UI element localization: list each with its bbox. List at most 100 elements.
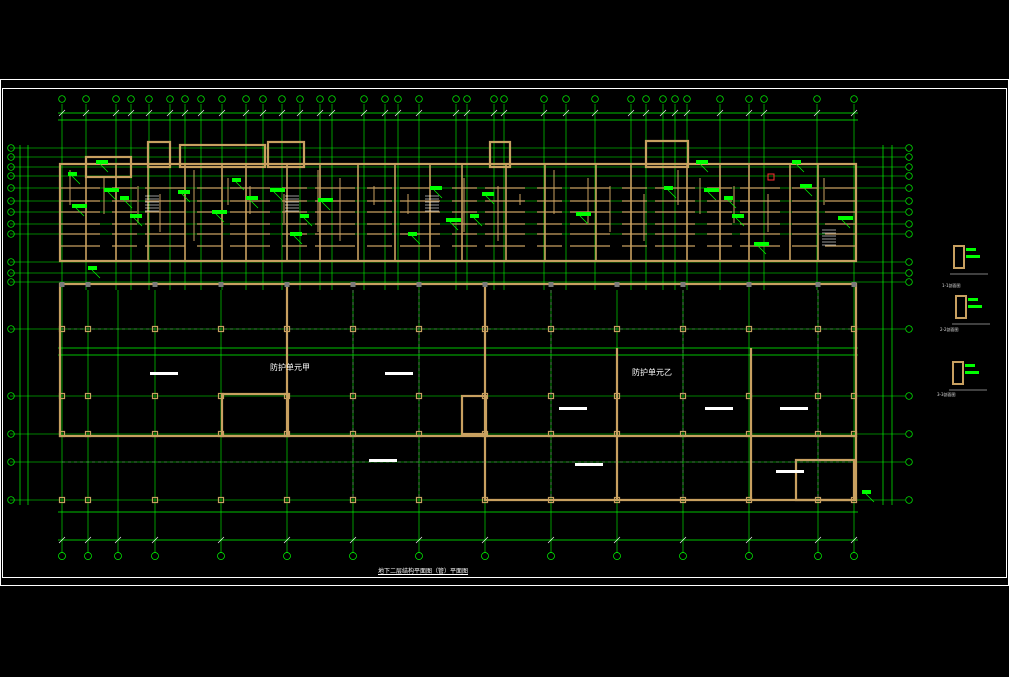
room-tag — [385, 372, 413, 375]
room-tag — [559, 407, 587, 410]
column — [613, 496, 621, 504]
wall-outline — [266, 140, 306, 169]
axis-bubble — [283, 552, 291, 560]
axis-bubble — [166, 95, 174, 103]
detail-legend — [949, 245, 990, 391]
axis-bubble — [591, 95, 599, 103]
axis-bubble — [151, 552, 159, 560]
axis-bubble — [7, 163, 15, 171]
axis-bubble — [490, 95, 498, 103]
annotation-leader — [579, 215, 589, 225]
annotation-mark — [96, 160, 108, 164]
column — [481, 392, 489, 400]
axis-bubble — [905, 184, 913, 192]
axis-bubble — [813, 95, 821, 103]
column — [84, 430, 92, 438]
annotation-leader — [107, 191, 117, 201]
annotation-leader — [133, 217, 143, 227]
dimension-tick — [283, 536, 291, 544]
axis-bubble — [547, 552, 555, 560]
dimension-tick — [850, 109, 858, 117]
dimension-tick — [591, 109, 599, 117]
annotation-leader — [303, 217, 313, 227]
axis-bubble — [7, 184, 15, 192]
axis-bubble — [7, 258, 15, 266]
dimension-tick — [217, 536, 225, 544]
axis-bubble — [850, 552, 858, 560]
legend-annotation — [965, 364, 975, 367]
column — [416, 282, 422, 287]
axis-bubble — [7, 144, 15, 152]
wall-outline — [644, 139, 690, 169]
axis-bubble — [683, 95, 691, 103]
dimension-tick — [562, 109, 570, 117]
dimension-tick — [415, 109, 423, 117]
legend-annotation — [968, 305, 982, 308]
dimension-tick — [481, 536, 489, 544]
annotation-mark — [792, 160, 801, 164]
zone-label-a: 防护单元甲 — [270, 363, 310, 372]
annotation-leader — [75, 207, 85, 217]
axis-bubble — [905, 430, 913, 438]
dimension-tick — [540, 109, 548, 117]
annotation-mark — [120, 196, 129, 200]
axis-bubble — [500, 95, 508, 103]
axis-bubble — [562, 95, 570, 103]
axis-bubble — [613, 552, 621, 560]
axis-bubble — [814, 552, 822, 560]
axis-bubble — [381, 95, 389, 103]
column — [84, 496, 92, 504]
dimension-tick — [394, 109, 402, 117]
dimension-tick — [415, 536, 423, 544]
column — [84, 325, 92, 333]
outer-frame — [0, 79, 1009, 586]
annotation-mark — [576, 212, 591, 216]
dimension-tick — [349, 536, 357, 544]
green-annotations — [68, 160, 875, 503]
annotation-leader — [91, 269, 101, 279]
axis-bubble — [112, 95, 120, 103]
axis-bubble — [316, 95, 324, 103]
axis-bubble — [905, 269, 913, 277]
column — [850, 392, 858, 400]
column — [217, 430, 225, 438]
wall-outline — [146, 140, 172, 169]
dimension-tick — [613, 536, 621, 544]
column — [814, 496, 822, 504]
axis-bubble — [905, 208, 913, 216]
axis-bubble — [642, 95, 650, 103]
annotation-mark — [732, 214, 744, 218]
axis-bubble — [905, 278, 913, 286]
axis-bubble — [905, 392, 913, 400]
column — [59, 282, 65, 287]
axis-bubbles — [7, 95, 913, 560]
dimension-tick — [197, 109, 205, 117]
column — [284, 282, 290, 287]
red-marker — [767, 173, 775, 181]
annotation-mark — [430, 186, 442, 190]
wall-outline — [488, 140, 512, 169]
dimension-tick — [671, 109, 679, 117]
axis-bubble — [7, 269, 15, 277]
annotation-mark — [408, 232, 417, 236]
annotation-mark — [318, 198, 333, 202]
dimension-tick — [745, 536, 753, 544]
legend-annotation — [966, 248, 976, 251]
axis-bubble — [114, 552, 122, 560]
axis-bubble — [82, 95, 90, 103]
dimension-tick — [316, 109, 324, 117]
axis-bubble — [760, 95, 768, 103]
dimension-tick — [145, 109, 153, 117]
annotation-mark — [862, 490, 871, 494]
dimension-tick — [381, 109, 389, 117]
axis-bubble — [218, 95, 226, 103]
legend-section-symbol — [953, 245, 965, 269]
room-tag — [780, 407, 808, 410]
axis-bubble — [7, 325, 15, 333]
column — [350, 282, 356, 287]
legend-section-symbol — [955, 295, 967, 319]
axis-bubble — [850, 95, 858, 103]
annotation-mark — [754, 242, 769, 246]
annotation-leader — [181, 193, 191, 203]
